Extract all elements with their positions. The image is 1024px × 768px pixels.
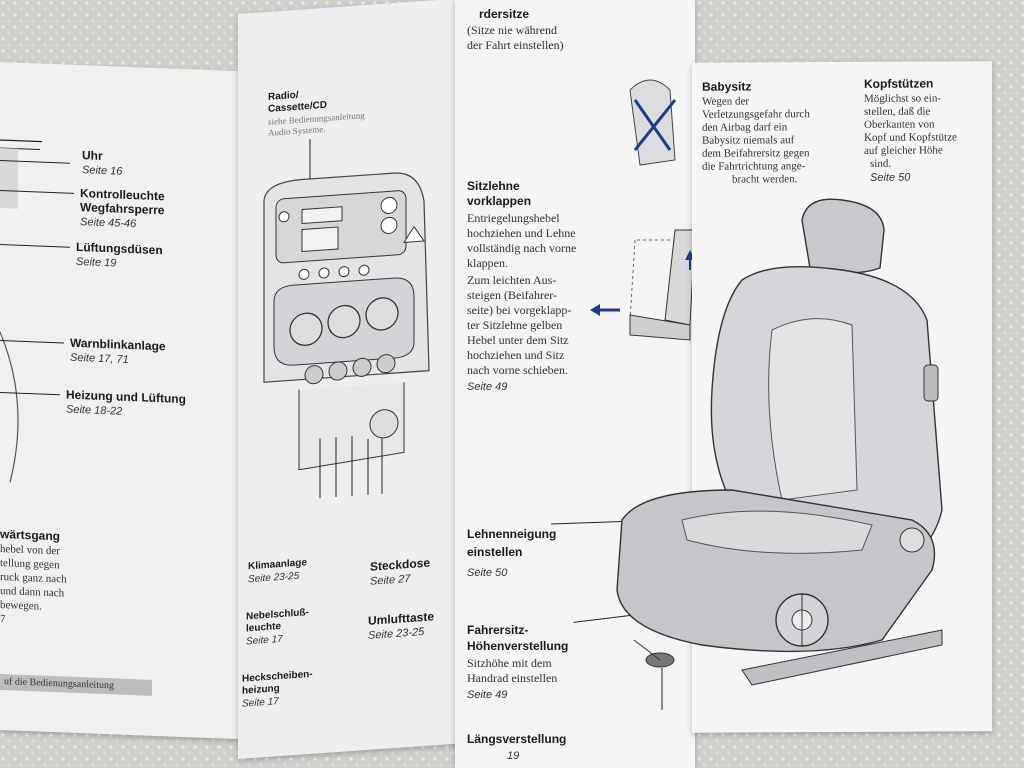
warnblink-page: Seite 17, 71 (70, 351, 129, 366)
nebelschluss-page: Seite 17 (246, 633, 283, 648)
heizung-page: Seite 18-22 (66, 403, 123, 418)
sitzlehne-line-7: seite) bei vorgeklapp- (467, 303, 572, 317)
uhr-label: Uhr (82, 148, 103, 163)
babysitz-line-6: die Fahrtrichtung ange- (702, 160, 806, 173)
hoehen-line-1: Sitzhöhe mit dem (467, 656, 552, 670)
sitzlehne-title: Sitzlehne (467, 179, 520, 193)
dashboard-drawing (0, 139, 42, 483)
sitzlehne-line-2: hochziehen und Lehne (467, 226, 576, 240)
sitzlehne-line-10: hochziehen und Sitz (467, 348, 565, 362)
rueckwaertsgang-title: wärtsgang (0, 527, 61, 544)
sitzlehne-line-11: nach vorne schieben. (467, 363, 568, 377)
uhr-page: Seite 16 (82, 164, 123, 178)
kopfstuetzen-line-2: stellen, daß die (864, 105, 931, 118)
rueckwaertsgang-line-5: bewegen. (0, 599, 42, 613)
heckscheiben-page: Seite 17 (242, 696, 279, 710)
laengs-title: Längsverstellung (467, 732, 567, 746)
sitzlehne-line-4: klappen. (467, 256, 508, 270)
rueckwaertsgang-line-4: und dann nach (0, 585, 65, 600)
sitzlehne-line-9: Hebel unter dem Sitz (467, 333, 569, 347)
rueckwaertsgang-page: 7 (0, 613, 6, 626)
klimaanlage-page: Seite 23-25 (248, 570, 300, 586)
steckdose-label: Steckdose (370, 555, 431, 574)
sitzlehne-line-8: ter Sitzlehne gelben (467, 318, 563, 332)
kopfstuetzen-line-4: Kopf und Kopfstütze (864, 131, 957, 144)
vordersitze-line-1: (Sitze nie während (467, 23, 557, 37)
lehnenneigung-page: Seite 50 (467, 567, 508, 579)
lehnenneigung-title: Lehnenneigung (467, 527, 557, 541)
wegfahrsperre-label: Wegfahrsperre (80, 200, 165, 218)
umluft-page: Seite 23-25 (368, 625, 425, 642)
sitzlehne-line-3: vollständig nach vorne (467, 241, 577, 255)
kopfstuetzen-title: Kopfstützen (864, 76, 934, 91)
vordersitze-title: rdersitze (479, 7, 530, 21)
sitzlehne-line-1: Entriegelungshebel (467, 211, 560, 225)
babysitz-pictogram (629, 79, 677, 166)
babysitz-title: Babysitz (702, 79, 752, 94)
lehnenneigung-title-2: einstellen (467, 545, 523, 559)
hoehen-page: Seite 49 (467, 689, 508, 701)
babysitz-line-4: Babysitz niemals auf (702, 134, 795, 147)
kopfstuetzen-page: Seite 50 (870, 171, 911, 184)
sitzlehne-line-5: Zum leichten Aus- (467, 273, 557, 287)
kopfstuetzen-line-1: Möglichst so ein- (864, 92, 941, 105)
hoehen-title: Fahrersitz- (467, 623, 529, 637)
sitzlehne-title-2: vorklappen (467, 194, 532, 208)
nebelschluss-label-2: leuchte (246, 620, 282, 635)
seat-fold-pictogram (590, 229, 696, 341)
brochure-middle-panel: Radio/ Cassette/CD siehe Bedienungsanlei… (238, 0, 460, 759)
footer-bar: uf die Bedienungsanleitung (0, 674, 152, 696)
kontrollleuchte-page: Seite 45-46 (80, 216, 137, 231)
kopfstuetzen-line-3: Oberkanten von (864, 118, 935, 131)
babysitz-line-5: dem Beifahrersitz gegen (702, 147, 810, 160)
laengs-page: 19 (507, 750, 520, 762)
center-console-drawing (263, 138, 430, 499)
kopfstuetzen-line-5: auf gleicher Höhe (864, 144, 943, 157)
car-seat-drawing (616, 198, 943, 710)
babysitz-line-1: Wegen der (702, 95, 750, 108)
rueckwaertsgang-line-3: ruck ganz nach (0, 571, 67, 586)
rueckwaertsgang-line-1: hebel von der (0, 543, 60, 558)
babysitz-line-7: bracht werden. (732, 173, 798, 186)
steckdose-page: Seite 27 (370, 572, 411, 588)
brochure-left-panel: Uhr Seite 16 Kontrolleuchte Wegfahrsperr… (0, 62, 262, 741)
rueckwaertsgang-line-2: tellung gegen (0, 557, 60, 572)
sitzlehne-page: Seite 49 (467, 381, 508, 393)
hoehen-line-2: Handrad einstellen (467, 671, 558, 685)
babysitz-line-3: den Airbag darf ein (702, 121, 788, 134)
vordersitze-line-2: der Fahrt einstellen) (467, 38, 564, 52)
heckscheiben-label-2: heizung (242, 683, 280, 697)
sitzlehne-line-6: steigen (Beifahrer- (467, 288, 558, 302)
babysitz-line-2: Verletzungsgefahr durch (702, 108, 810, 121)
kopfstuetzen-line-6: sind. (870, 157, 892, 170)
brochure-center-panel: rdersitze (Sitze nie während der Fahrt e… (455, 0, 703, 768)
hoehen-title-2: Höhenverstellung (467, 639, 569, 653)
lueftungsduesen-page: Seite 19 (76, 255, 117, 270)
